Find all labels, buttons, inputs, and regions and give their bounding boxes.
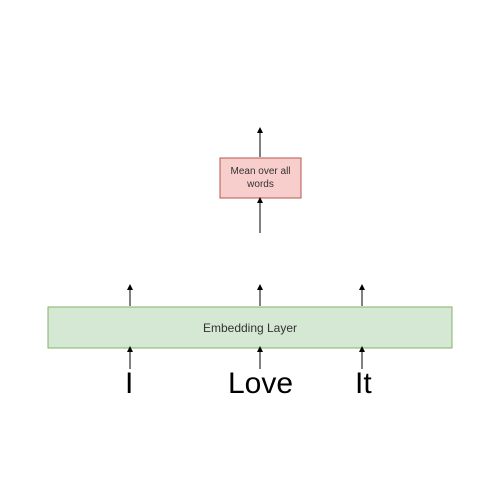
input-word-it: It [355, 367, 372, 400]
mean-box [219, 157, 302, 199]
input-word-love: Love [228, 367, 294, 400]
embedding-layer-box [47, 306, 453, 349]
input-word-i: I [125, 367, 134, 400]
embedding-layer-label: Embedding Layer [202, 320, 298, 335]
mean-box-label: Mean over all words [230, 166, 291, 190]
